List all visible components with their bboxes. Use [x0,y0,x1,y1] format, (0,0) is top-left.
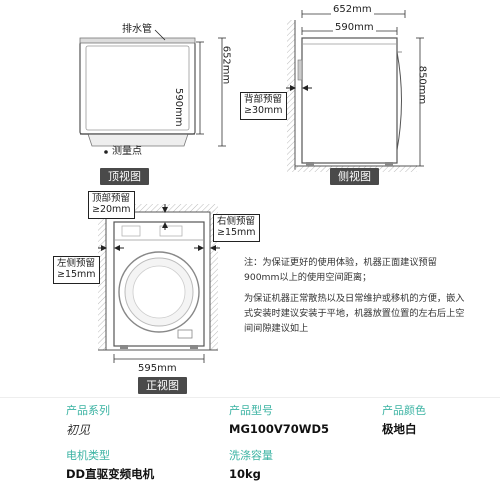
series-label: 产品系列 [66,404,110,417]
side-view-height-label: 850mm [416,65,428,105]
capacity-label: 洗涤容量 [229,449,273,462]
measure-point-label: 测量点 [112,146,142,157]
top-view-total-depth-label: 652mm [220,45,232,85]
installation-clearance-note: 为保证机器正常散热以及日常维护或移机的方便，嵌入式安装时建议安装于平地，机器放置… [244,293,465,334]
side-view-body-width-label: 590mm [333,22,376,33]
top-view-drawing [79,29,226,154]
side-view-total-width-label: 652mm [331,4,374,15]
front-view-drawing [98,204,220,363]
color-label: 产品颜色 [382,404,426,417]
model-label: 产品型号 [229,404,273,417]
capacity-value: 10kg [229,467,261,481]
series-value: 初见 [66,423,91,437]
side-view-caption: 侧视图 [330,168,379,185]
back-clearance-label: 背部预留 ≥30mm [240,92,287,120]
left-clearance-label: 左侧预留 ≥15mm [53,256,100,284]
top-view-caption: 顶视图 [100,168,149,185]
motor-type-value: DD直驱变频电机 [66,467,155,481]
right-clearance-label: 右侧预留 ≥15mm [213,214,260,242]
front-view-caption: 正视图 [138,377,187,394]
front-view-width-label: 595mm [138,363,177,374]
motor-type-label: 电机类型 [66,449,110,462]
color-value: 极地白 [382,422,417,436]
usage-space-note: 注：为保证更好的使用体验，机器正面建议预留900mm以上的使用空间距离； [244,257,437,283]
drain-pipe-label: 排水管 [122,24,152,35]
installation-diagrams [79,10,424,363]
top-clearance-label: 顶部预留 ≥20mm [88,191,135,219]
spec-panel [0,397,500,501]
top-view-depth-label: 590mm [173,88,184,127]
side-view-drawing [286,10,424,172]
model-value: MG100V70WD5 [229,422,330,436]
